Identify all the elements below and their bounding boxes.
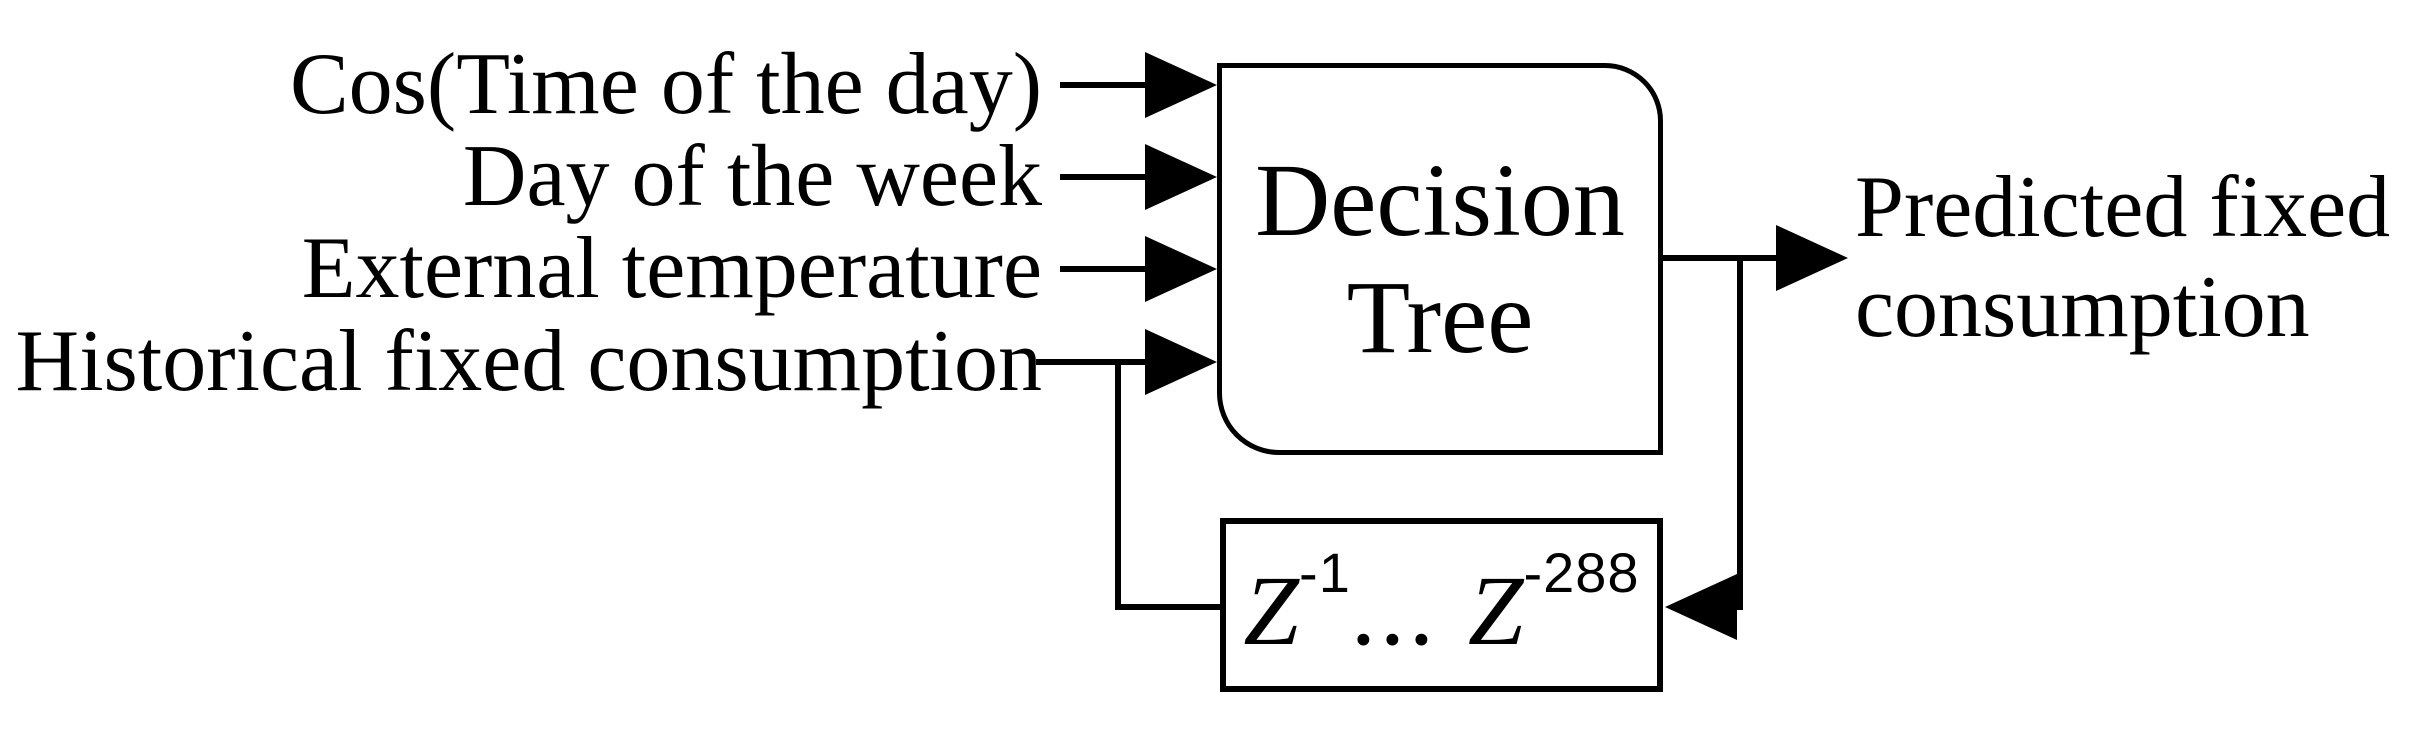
input-line-temperature <box>1060 266 1152 272</box>
feedback-branch-line-down <box>1115 359 1121 610</box>
input-label-historical-consumption: Historical fixed consumption <box>15 313 1042 410</box>
output-label: Predicted fixed consumption <box>1855 158 2390 358</box>
output-line <box>1661 255 1778 261</box>
delay-z2-exponent: -288 <box>1523 541 1640 604</box>
feedback-arrow-left-icon <box>1665 574 1737 640</box>
delay-z1: Z <box>1243 555 1300 666</box>
input-arrow-right-icon-4 <box>1145 329 1217 395</box>
input-line-cos-time <box>1060 82 1152 88</box>
input-label-external-temperature: External temperature <box>301 220 1042 317</box>
delay-ellipsis: ... <box>1350 555 1438 666</box>
delay-z1-exponent: -1 <box>1299 541 1351 604</box>
output-arrow-right-icon <box>1776 225 1848 291</box>
output-label-line2: consumption <box>1855 259 2310 356</box>
input-line-day-of-week <box>1060 174 1152 180</box>
input-label-cos-time-of-day: Cos(Time of the day) <box>289 36 1042 133</box>
delay-z2: Z <box>1467 555 1524 666</box>
decision-tree-label-line2: Tree <box>1346 260 1534 375</box>
feedback-branch-line-right <box>1115 604 1226 610</box>
input-line-historical <box>1036 359 1152 365</box>
input-label-day-of-week: Day of the week <box>462 128 1042 225</box>
input-arrow-right-icon-2 <box>1145 144 1217 210</box>
delay-block-label: Z-1...Z-288 <box>1243 524 1639 727</box>
feedback-line-down <box>1737 255 1743 610</box>
delay-block: Z-1...Z-288 <box>1220 518 1663 692</box>
input-arrow-right-icon-1 <box>1145 52 1217 118</box>
decision-tree-block: Decision Tree <box>1217 63 1663 455</box>
input-arrow-right-icon-3 <box>1145 236 1217 302</box>
output-label-line1: Predicted fixed <box>1855 159 2391 256</box>
decision-tree-label-line1: Decision <box>1255 143 1625 258</box>
